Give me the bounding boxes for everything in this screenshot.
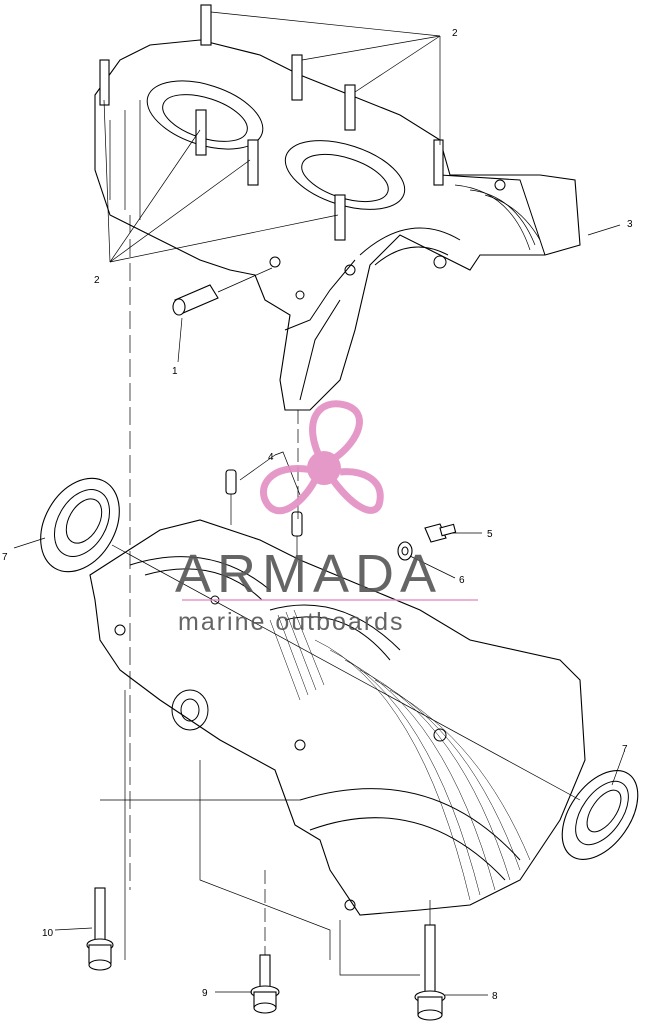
- propeller-hub: [307, 451, 341, 485]
- callout-10: 10: [42, 928, 54, 939]
- callout-3: 3: [627, 219, 633, 230]
- brand-tagline: marine outboards: [178, 608, 405, 636]
- locating-pins: [225, 469, 303, 740]
- callout-4: 4: [268, 452, 274, 463]
- dowel-bolt: [172, 267, 273, 316]
- assembly-lines: [100, 215, 581, 955]
- propeller-logo-icon: [260, 400, 384, 515]
- callout-8: 8: [492, 991, 498, 1002]
- propeller-blade-right: [330, 468, 384, 514]
- callout-2-left: 2: [94, 275, 100, 286]
- callout-labels: 2 2 3 1 4 5 6 7 7 8 9 10: [2, 28, 633, 1002]
- oil-seal-right: [561, 770, 639, 860]
- propeller-blade-left: [260, 465, 319, 515]
- callout-6: 6: [459, 575, 465, 586]
- armada-watermark: ARMADA marine outboards: [175, 400, 478, 636]
- callout-5: 5: [487, 529, 493, 540]
- propeller-blade-top: [309, 400, 363, 464]
- callout-2-top: 2: [452, 28, 458, 39]
- callout-7-right: 7: [622, 744, 628, 755]
- oil-seal-left: [40, 477, 120, 573]
- brand-wordmark: ARMADA: [175, 544, 442, 604]
- bolt-10: [86, 887, 114, 971]
- lower-crankcase: [89, 519, 586, 976]
- leader-lines: [13, 11, 625, 996]
- screw-and-washer: [397, 523, 457, 561]
- callout-9: 9: [202, 988, 208, 999]
- bolt-9: [250, 954, 280, 1014]
- callout-1: 1: [172, 366, 178, 377]
- callout-7-left: 7: [2, 552, 8, 563]
- cylinder-studs: [99, 4, 444, 241]
- bolt-8: [414, 924, 446, 1021]
